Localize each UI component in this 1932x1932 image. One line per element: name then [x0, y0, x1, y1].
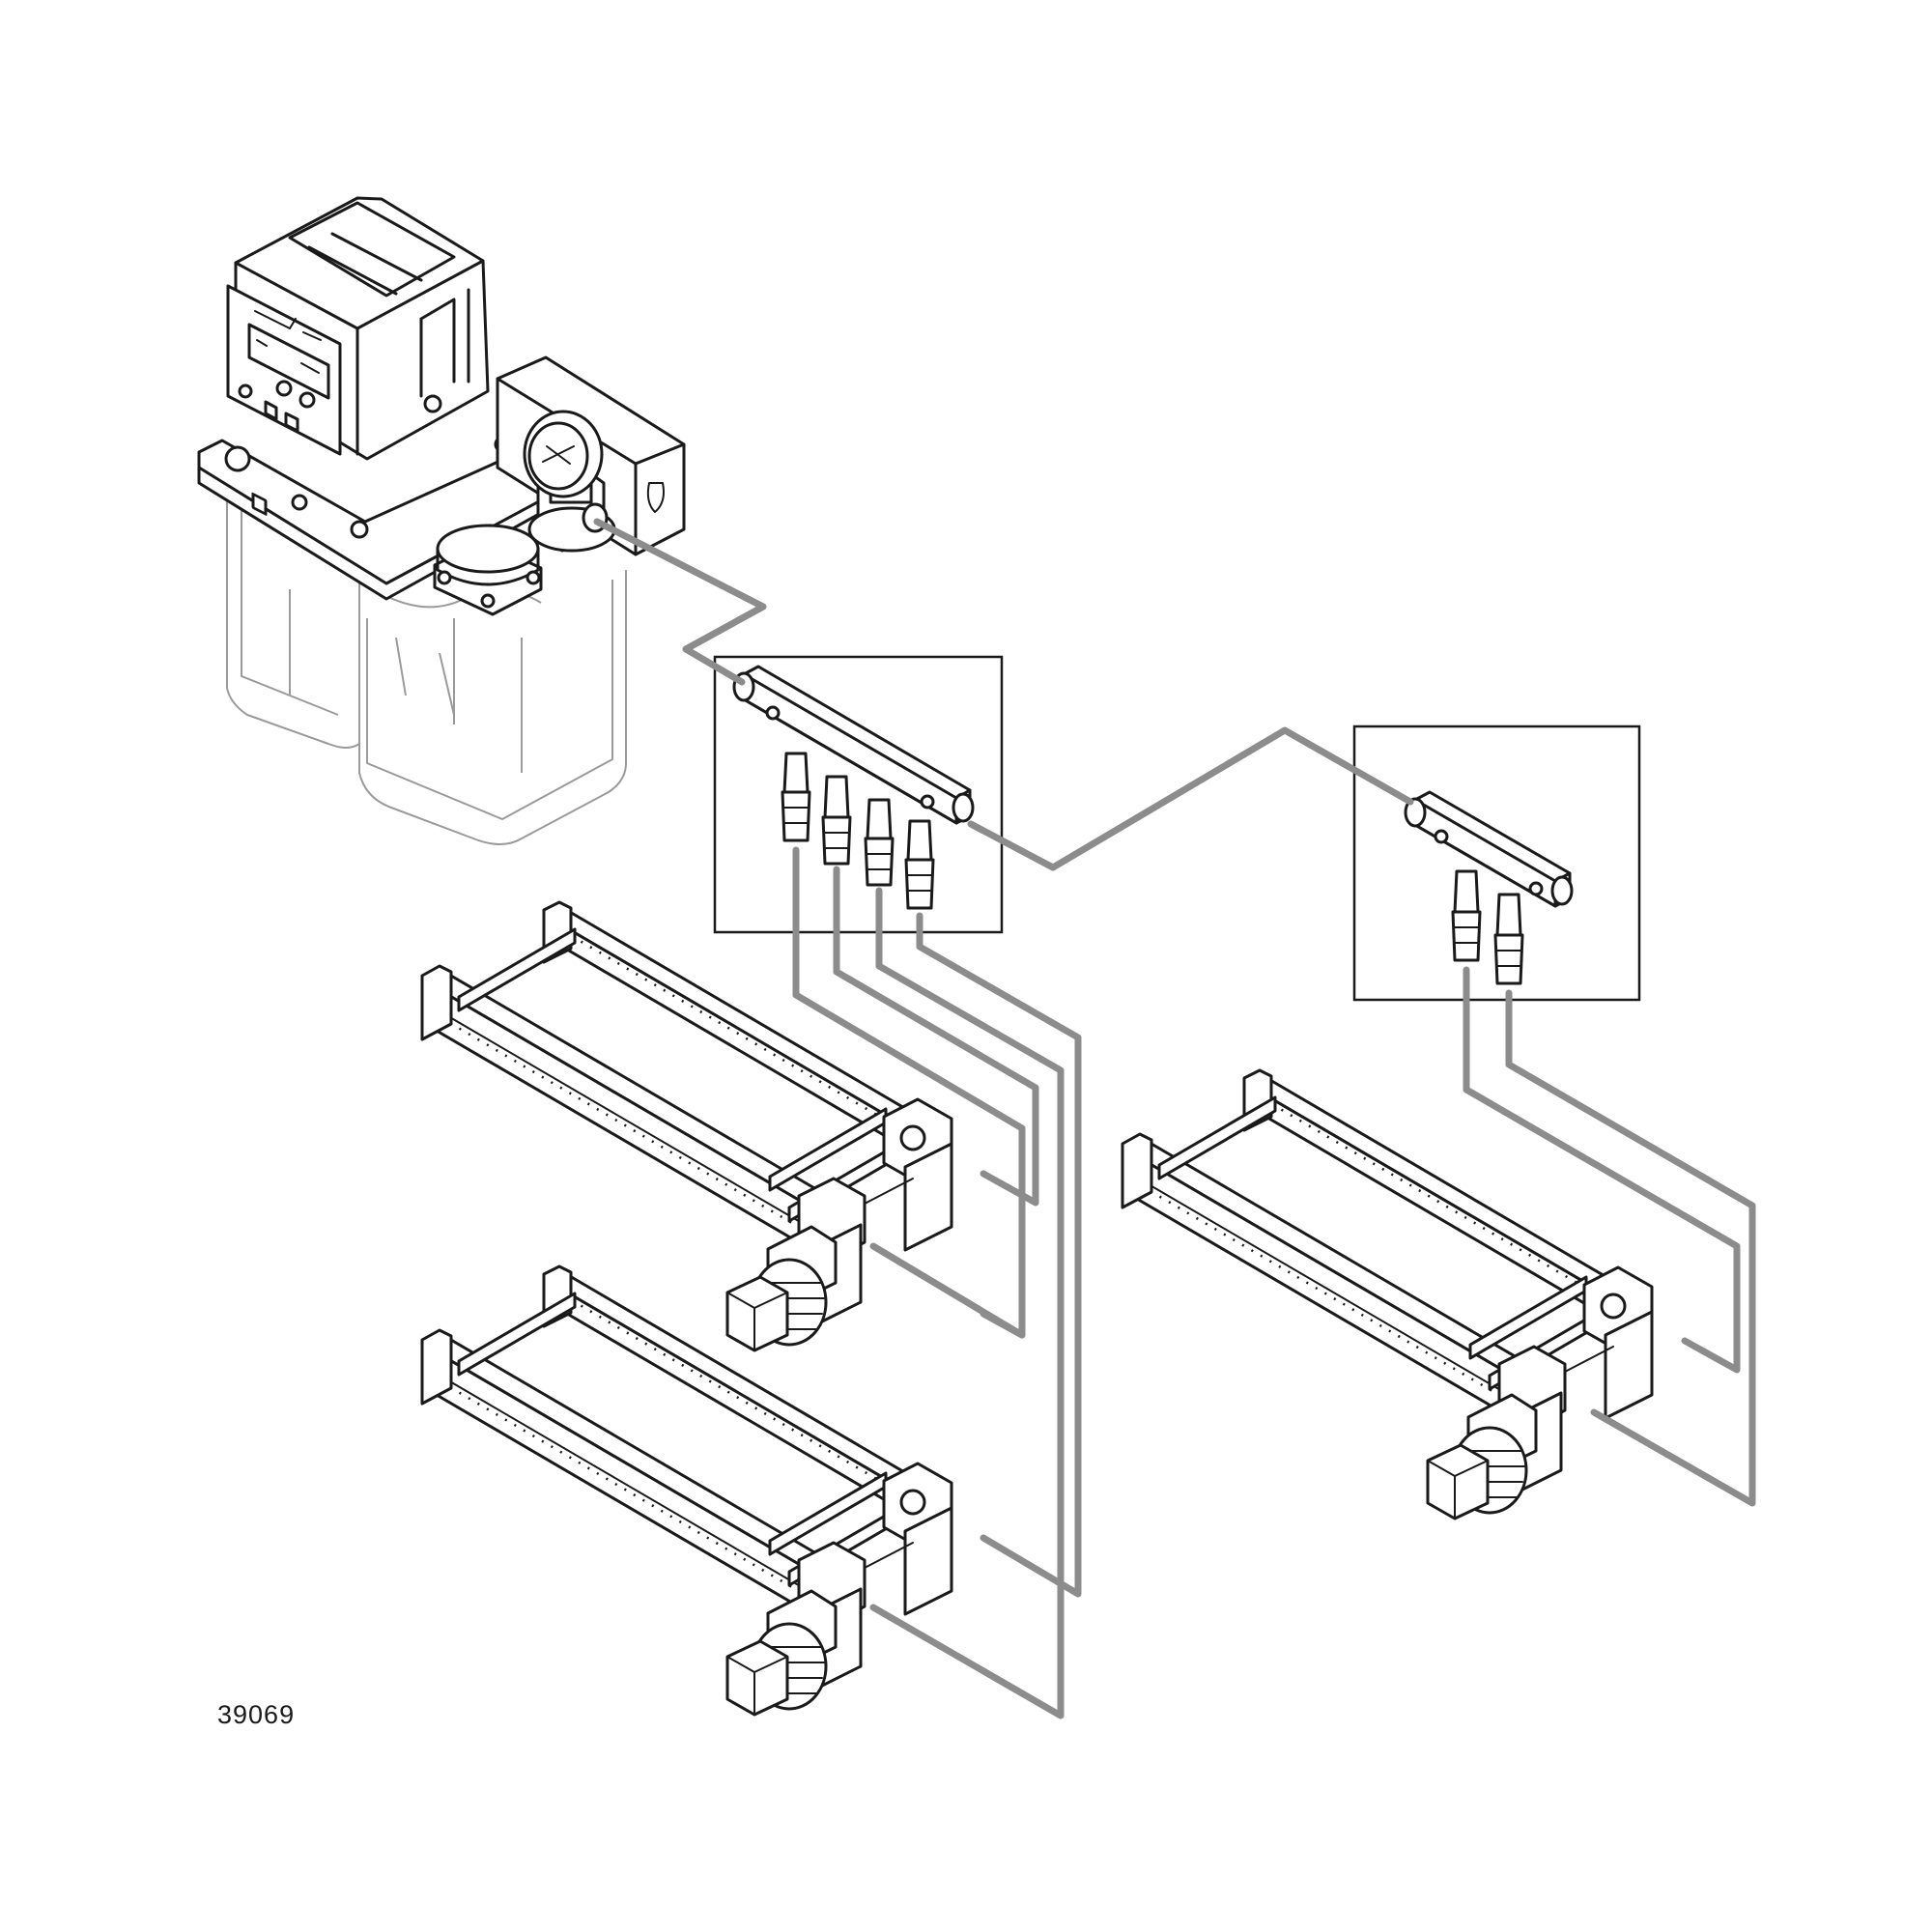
- outlet-fittings: [781, 752, 935, 910]
- branch-line-3: [869, 887, 1065, 1719]
- crossover-line: [967, 726, 1414, 871]
- metering-block-2-outlets: [1404, 790, 1574, 985]
- filler-cap: [433, 524, 543, 616]
- lubrication-pump-unit: [197, 196, 686, 845]
- metering-block-4-outlets: [732, 665, 975, 910]
- distributor-box-2-port: [1352, 724, 1641, 1002]
- branch-line-4: [916, 912, 1082, 1598]
- conveyor-right: [1121, 1068, 1654, 1520]
- main-feed-line: [593, 518, 767, 686]
- figure-number: 39069: [217, 1700, 296, 1729]
- branch-line-7: [869, 1242, 1026, 1339]
- control-panel: [226, 284, 342, 516]
- branch-line-5: [1463, 966, 1741, 1374]
- branch-line-2: [833, 866, 1039, 1207]
- lube-lines: [593, 518, 1756, 1719]
- conveyor-lower-left: [420, 1264, 953, 1717]
- conveyor-upper-left: [420, 900, 953, 1352]
- distributor-box-4-port: [713, 655, 1004, 934]
- branch-line-6: [1505, 989, 1756, 1507]
- pressure-gauge-icon: [523, 410, 616, 553]
- reservoir-tank: [226, 495, 627, 845]
